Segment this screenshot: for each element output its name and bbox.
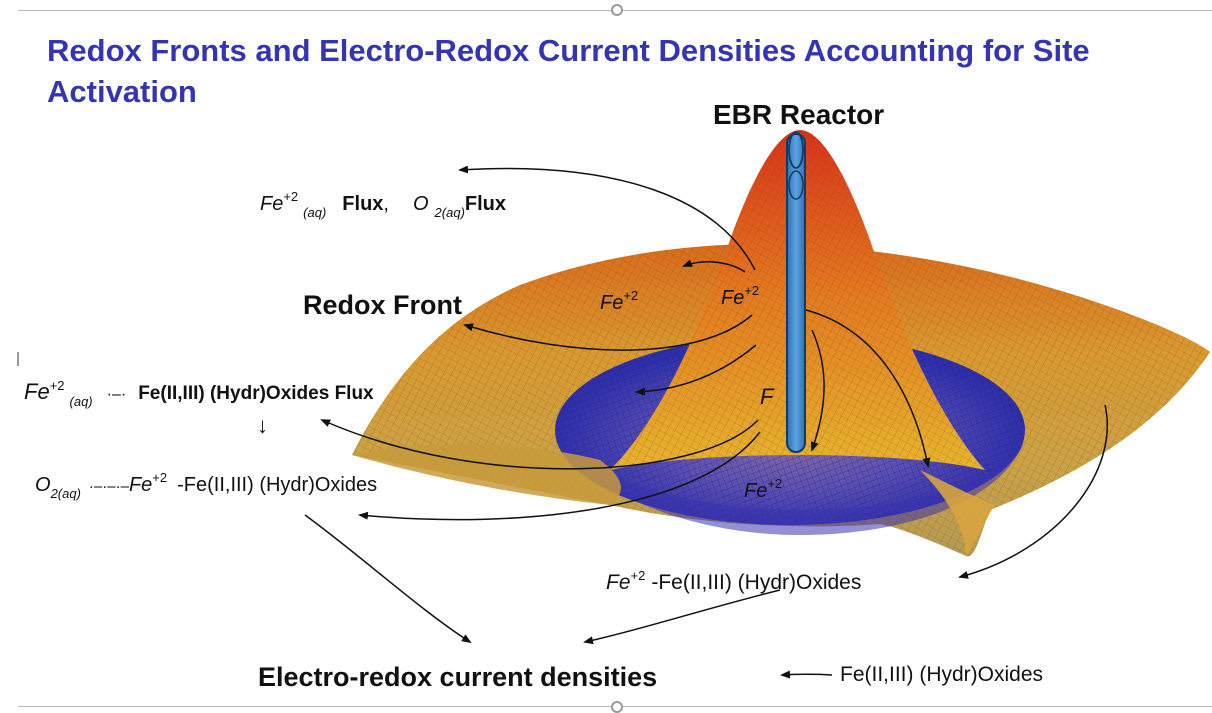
resize-handle-top[interactable] [611, 4, 623, 16]
fe-symbol: Fe [744, 480, 768, 502]
aq-state: (aq) [69, 394, 93, 409]
surface-front-flap [352, 444, 621, 505]
fe-symbol: Fe [260, 193, 284, 215]
resize-handle-left[interactable] [17, 352, 19, 366]
fe-symbol: Fe [24, 379, 50, 404]
oxides-label: -Fe(II,III) (Hydr)Oxides [177, 474, 378, 496]
arrow-to-redox-front [463, 314, 753, 351]
arrow-oxides-to-current [780, 670, 833, 679]
connector: ·–· [106, 386, 127, 403]
fe2-well-label: Fe+2 [744, 476, 783, 503]
fe-charge: +2 [49, 378, 65, 393]
fe-symbol: Fe [721, 287, 745, 309]
o2-subscript: 2(aq) [50, 486, 81, 501]
arrow-rod-right [805, 309, 931, 468]
fe-oxides-right-row: Fe+2 -Fe(II,III) (Hydr)Oxides [606, 568, 862, 595]
down-arrow: ↓ [257, 413, 268, 438]
f-fragment-label: F [760, 384, 774, 409]
o2-subscript: 2(aq) [434, 205, 465, 220]
fe2-rod-label: Fe+2 [721, 283, 760, 310]
flux-word: Flux [342, 193, 384, 215]
surface-rim [555, 440, 1025, 535]
fe-charge: +2 [630, 568, 646, 583]
fe-charge: +2 [152, 470, 168, 485]
o-symbol: O [412, 193, 429, 215]
fe-charge: +2 [623, 288, 639, 303]
reactor-label: EBR Reactor [713, 99, 885, 130]
arrow-to-fe-oxides [958, 404, 1108, 579]
flux-separator: , [383, 193, 389, 215]
fe2-surface-label-left: Fe+2 [600, 288, 639, 315]
surface-right-fold [920, 470, 995, 556]
arrow-to-oxides-flux-left [320, 419, 759, 470]
o-symbol: O [35, 474, 51, 496]
fe-charge: +2 [767, 476, 783, 491]
fe-symbol: Fe [600, 292, 624, 314]
current-densities-label: Electro-redox current densities [258, 662, 658, 692]
arrow-to-oxides-flux [635, 344, 757, 396]
slide-title: Redox Fronts and Electro-Redox Current D… [47, 33, 1090, 109]
fe-symbol: Fe [128, 474, 153, 496]
redox-front-label: Redox Front [303, 290, 462, 320]
oxides-bottom-label: Fe(II,III) (Hydr)Oxides [840, 663, 1044, 686]
flux-word-2: Flux [464, 193, 507, 215]
arrow-to-surface-flux [458, 165, 756, 271]
fe-symbol: Fe [606, 571, 631, 594]
oxides-label: -Fe(II,III) (Hydr)Oxides [651, 571, 862, 594]
o2-fe-oxides-row: O2(aq) ·–·–·–Fe+2 -Fe(II,III) (Hydr)Oxides [35, 470, 378, 501]
arrow-rod-down [810, 329, 825, 452]
connector: ·–·–·– [88, 478, 129, 495]
ebr-reactor-rod [786, 131, 806, 453]
flux-arrows [304, 165, 1108, 679]
arrow-short-left [682, 259, 746, 273]
arrow-o2-to-current [304, 514, 472, 644]
fe-oxides-flux-row: Fe+2 (aq) ·–· Fe(II,III) (Hydr)Oxides Flux [24, 378, 374, 409]
fe-charge: +2 [744, 283, 760, 298]
arrow-fe-oxides-to-current [583, 589, 781, 645]
oxides-flux-label: Fe(II,III) (Hydr)Oxides Flux [138, 383, 374, 404]
fe-charge: +2 [283, 189, 299, 204]
arrow-to-o2-oxides [358, 431, 761, 521]
aq-state: (aq) [303, 205, 327, 220]
